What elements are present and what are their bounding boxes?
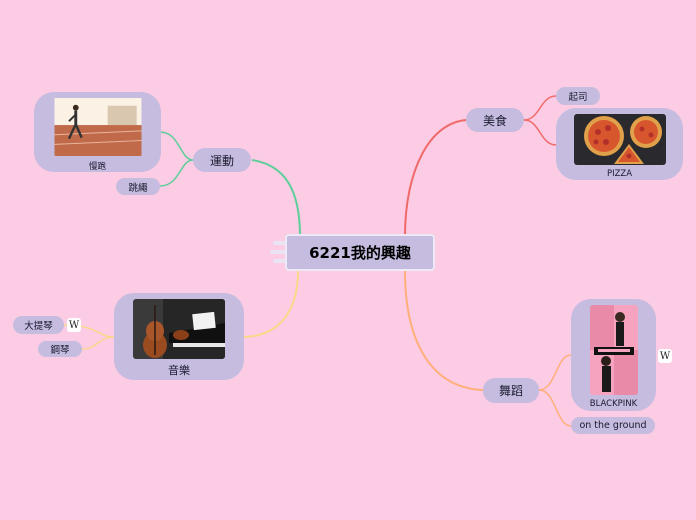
jogging-image <box>53 98 143 156</box>
link-food <box>405 120 467 236</box>
item-jump-rope[interactable]: 跳繩 <box>116 178 160 195</box>
item-cello[interactable]: 大提琴 <box>13 316 64 334</box>
card-blackpink[interactable]: BLACKPINK <box>571 299 656 411</box>
blackpink-image <box>590 305 638 395</box>
link-rope <box>160 160 193 186</box>
blackpink-label: BLACKPINK <box>590 399 638 409</box>
branch-food[interactable]: 美食 <box>466 108 524 132</box>
link-music <box>244 271 298 337</box>
link-cheese <box>524 96 556 120</box>
item-piano[interactable]: 鋼琴 <box>38 341 82 357</box>
link-jogging <box>160 132 193 160</box>
branch-dance[interactable]: 舞蹈 <box>483 378 539 403</box>
branch-sports[interactable]: 運動 <box>193 148 251 172</box>
jogging-label: 慢跑 <box>89 160 106 172</box>
music-label: 音樂 <box>168 362 190 378</box>
link-dance <box>405 271 483 390</box>
item-cheese[interactable]: 起司 <box>556 87 600 105</box>
wiki-link-icon[interactable]: W <box>658 349 672 363</box>
link-song <box>539 390 571 426</box>
central-topic[interactable]: 6221我的興趣 <box>285 234 435 271</box>
branch-music[interactable]: 音樂 <box>114 293 244 380</box>
item-on-the-ground[interactable]: on the ground <box>571 417 655 434</box>
link-pizza <box>524 120 556 145</box>
link-sports <box>252 160 300 236</box>
card-pizza[interactable]: PIZZA <box>556 108 683 180</box>
wiki-link-icon[interactable]: W <box>67 318 81 332</box>
link-piano <box>82 337 114 349</box>
link-blackpink <box>539 355 571 390</box>
card-jogging[interactable]: 慢跑 <box>34 92 161 172</box>
music-image <box>133 299 225 359</box>
pizza-image <box>574 114 666 165</box>
pizza-label: PIZZA <box>607 169 632 179</box>
